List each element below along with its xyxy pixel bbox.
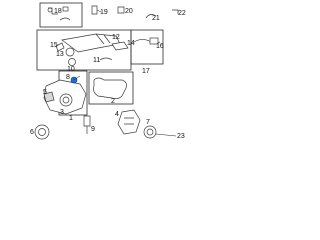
leader-19 <box>96 9 102 13</box>
callout-21: 21 <box>152 15 160 22</box>
fasteners-right: 21 22 <box>145 9 186 22</box>
group-upper-frame <box>36 29 132 71</box>
thermostat-core <box>146 128 154 136</box>
callout-17: 17 <box>142 68 150 75</box>
pump-flange-part <box>43 91 55 103</box>
group-belt-frame <box>88 71 134 105</box>
callout-9: 9 <box>91 126 95 133</box>
bolt-15-part <box>55 42 65 52</box>
callout-13: 13 <box>56 51 64 58</box>
group-thermostat-housing: 15 12 13 10 11 14 <box>36 29 135 73</box>
callout-11: 11 <box>93 57 100 64</box>
group-water-pump: 8 5 3 1 <box>43 70 88 122</box>
callout-5: 5 <box>43 89 47 96</box>
connector-part <box>149 37 159 45</box>
sensor-9-part <box>83 115 91 127</box>
callout-23: 23 <box>177 133 185 140</box>
seal-13-part <box>65 47 75 57</box>
group-pulley: 6 <box>30 124 50 140</box>
nut-part <box>62 6 69 12</box>
callout-3: 3 <box>60 109 64 116</box>
group-belt: 2 <box>88 71 134 105</box>
thermostat-7-part <box>143 125 157 139</box>
callout-8: 8 <box>66 74 70 81</box>
callout-16: 16 <box>156 43 164 50</box>
bolt-part <box>47 7 53 13</box>
callout-12: 12 <box>112 34 120 41</box>
callout-22: 22 <box>178 10 186 17</box>
group-lower-right: 4 7 23 <box>115 109 185 140</box>
leader-8 <box>73 75 81 81</box>
pulley-6-part <box>34 124 50 140</box>
bolt-20-part <box>117 6 125 14</box>
group-18-frame <box>39 2 83 28</box>
housing-detail <box>124 117 134 125</box>
callout-1: 1 <box>69 115 73 122</box>
callout-10: 10 <box>67 66 75 73</box>
pump-hub <box>62 96 70 104</box>
group-18: 18 <box>39 2 83 28</box>
oring-11-part <box>99 57 113 61</box>
gasket-10-part <box>68 58 76 66</box>
pump-impeller-part <box>59 93 73 107</box>
fasteners-top: 19 20 <box>91 5 133 16</box>
clip-22-part <box>172 9 179 14</box>
callout-18: 18 <box>54 8 62 15</box>
group-17: 16 17 <box>130 29 164 75</box>
group-sensor: 9 <box>83 115 95 134</box>
leader-23 <box>155 133 177 137</box>
belt-2-part <box>93 77 127 100</box>
callout-2: 2 <box>111 98 115 105</box>
housing-rib <box>95 33 111 45</box>
callout-19: 19 <box>100 9 108 16</box>
callout-7: 7 <box>146 119 150 126</box>
callout-20: 20 <box>125 8 133 15</box>
clamp-21-part <box>145 14 157 19</box>
callout-14: 14 <box>127 40 135 47</box>
callout-4: 4 <box>115 111 119 118</box>
clip-part <box>59 17 71 21</box>
callout-15: 15 <box>50 42 58 49</box>
pulley-hub <box>38 128 46 136</box>
parts-diagram: 18 19 20 21 22 16 17 15 12 13 10 11 <box>30 2 186 140</box>
thermostat-housing-part <box>117 109 141 135</box>
outlet-pipe-part <box>111 41 129 51</box>
bolt-19-part <box>91 5 98 15</box>
callout-6: 6 <box>30 129 34 136</box>
